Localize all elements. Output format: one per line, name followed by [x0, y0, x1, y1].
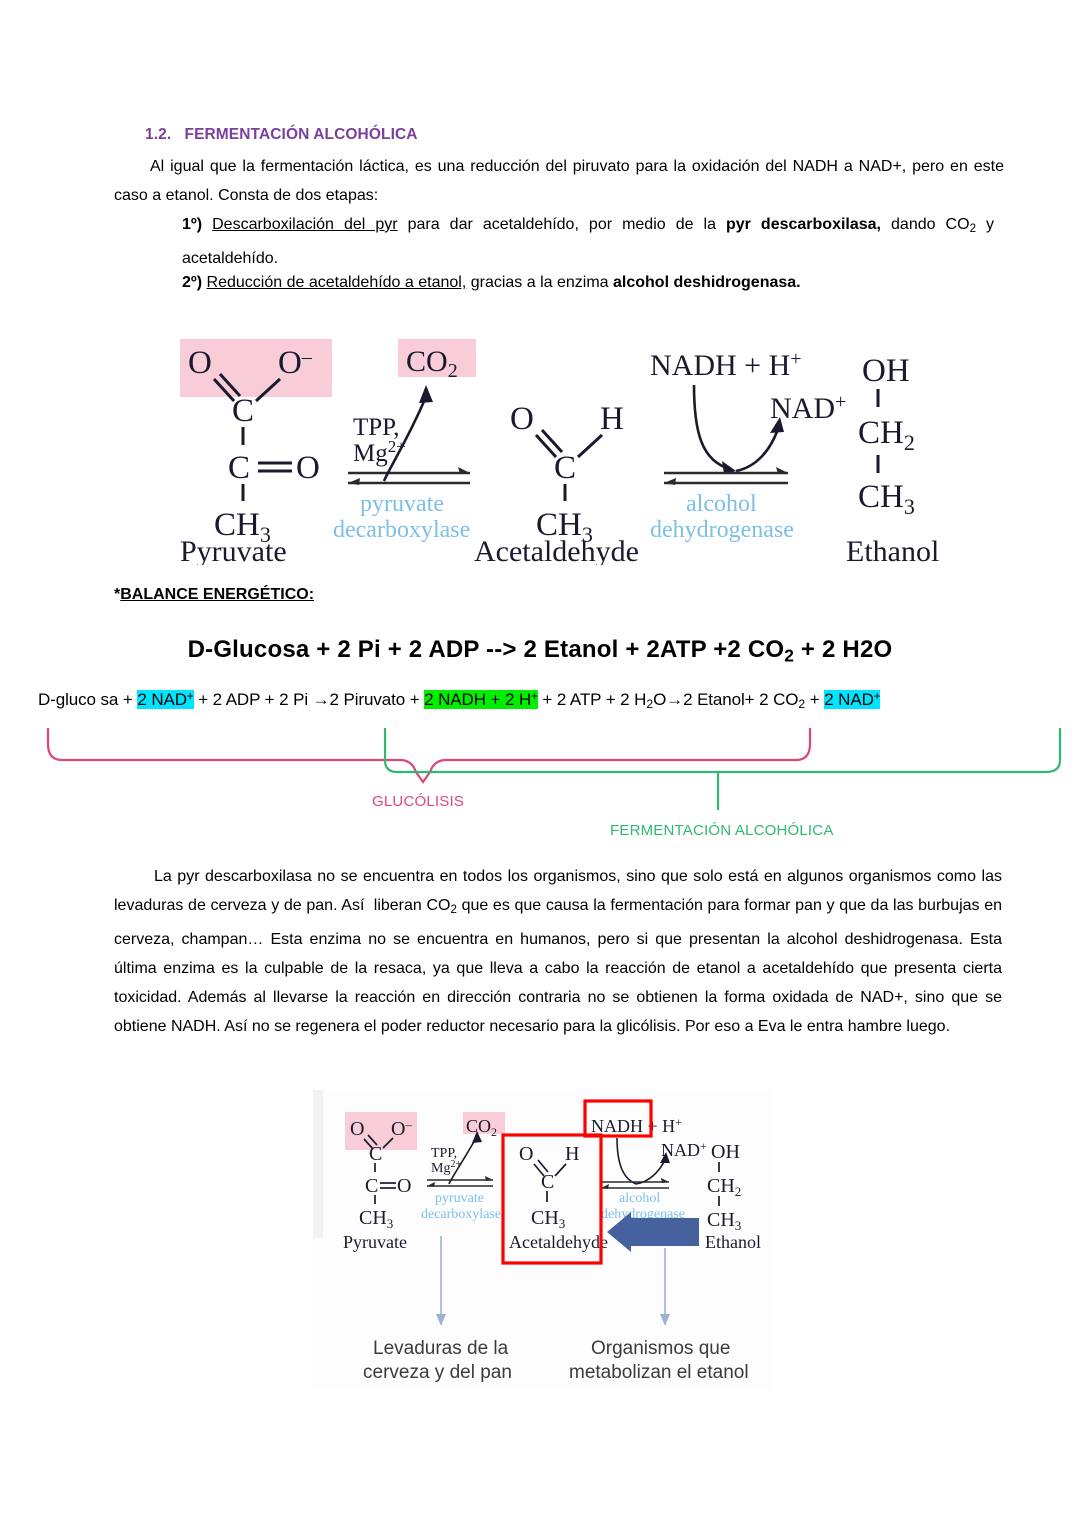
step-2-bold: alcohol deshidrogenasa. — [613, 274, 801, 291]
section-number: 1.2. — [145, 126, 172, 143]
alcohol-dehydrogenase-label-line1-bottom: alcohol — [619, 1191, 660, 1206]
organisms-annotation-line1: Organismos que — [591, 1338, 730, 1359]
acetaldehyde-caption: Acetaldehyde — [474, 535, 639, 565]
step-1-middle: para dar acetaldehído, por medio de la — [397, 216, 726, 233]
step-1-tail: dando CO2 y acetaldehído. — [182, 216, 994, 267]
pyruvate-ketone-o-atom: O — [296, 450, 320, 486]
ethanol-oh-group-bottom: OH — [711, 1141, 740, 1163]
glucolisis-label: GLUCÓLISIS — [372, 793, 465, 810]
acetaldehyde-o-atom-bottom: O — [519, 1143, 533, 1165]
fermentacion-bracket-left — [383, 728, 700, 774]
fermentacion-bracket-right — [700, 728, 1062, 774]
organisms-annotation-line2: metabolizan el etanol — [569, 1362, 749, 1383]
section-title: FERMENTACIÓN ALCOHÓLICA — [184, 126, 418, 143]
yeast-annotation-line1: Levaduras de la — [373, 1338, 509, 1359]
pyruvate-decarboxylase-label-line2-bottom: decarboxylase — [421, 1207, 501, 1222]
step-2-label: 2º) — [182, 274, 203, 291]
pyruvate-c1-atom: C — [232, 393, 254, 429]
balance-marker: * — [114, 586, 121, 603]
glucolisis-bracket-left — [46, 728, 400, 762]
nadh-label-bottom: NADH + H+ — [591, 1115, 682, 1136]
nadh-red-highlight-box — [583, 1099, 653, 1138]
eq-seg-nad-plus-1: 2 NAD+ — [137, 690, 194, 709]
reverse-reaction-arrow — [607, 1212, 699, 1252]
balance-main-equation: D-Glucosa + 2 Pi + 2 ADP --> 2 Etanol + … — [187, 636, 893, 666]
co2-label-bottom: CO2 — [466, 1116, 497, 1139]
acetaldehyde-h-atom: H — [600, 401, 624, 437]
acetaldehyde-h-atom-bottom: H — [565, 1143, 579, 1165]
step-1-label: 1º) — [182, 216, 203, 233]
ethanol-caption: Ethanol — [846, 535, 939, 565]
eq-seg-1: D-gluco sa + — [38, 690, 138, 709]
pyruvate-decarboxylase-label-line2: decarboxylase — [333, 517, 470, 543]
acetaldehyde-c-atom-bottom: C — [541, 1171, 554, 1193]
pyruvate-caption: Pyruvate — [180, 535, 287, 565]
pyruvate-o-atom: O — [188, 345, 212, 381]
yeast-annotation-line2: cerveza y del pan — [363, 1362, 512, 1383]
equation-brackets — [46, 728, 1062, 810]
pyruvate-o-atom-bottom: O — [350, 1118, 364, 1140]
acetaldehyde-c-atom: C — [554, 450, 576, 486]
detailed-equation-line: D-gluco sa + 2 NAD+ + 2 ADP + 2 Pi →2 Pi… — [38, 690, 1068, 711]
alcohol-dehydrogenase-label-line2: dehydrogenase — [650, 517, 794, 543]
co2-highlight-bottom — [463, 1112, 505, 1134]
eq-seg-2: + 2 ADP + 2 Pi →2 Piruvato + — [193, 690, 425, 709]
fermentacion-alcoholica-label: FERMENTACIÓN ALCOHÓLICA — [610, 822, 834, 839]
balance-energetico-title: *BALANCE ENERGÉTICO: — [114, 586, 314, 604]
step-1-underlined: Descarboxilación del pyr — [212, 216, 398, 233]
nad-plus-label-bottom: NAD+ — [661, 1139, 707, 1160]
co2-highlight — [398, 339, 476, 377]
nadh-label: NADH + H+ — [650, 348, 802, 382]
bottom-figure-left-edge — [313, 1090, 323, 1238]
tpp-cofactor-label: TPP, — [353, 414, 400, 441]
pyruvate-decarboxylase-label-line1-bottom: pyruvate — [435, 1191, 484, 1206]
mg-cofactor-label: Mg2+ — [353, 437, 406, 467]
acetaldehyde-o-atom: O — [510, 401, 534, 437]
ethanol-oh-group: OH — [862, 353, 910, 389]
fermentation-pathway-diagram-top: O O– C C O CH3 Pyruvate CO2 TPP, Mg2+ — [180, 339, 939, 565]
step-2-middle: gracias a la enzima — [466, 274, 614, 291]
acetaldehyde-red-highlight-box — [501, 1133, 603, 1265]
section-heading: 1.2. FERMENTACIÓN ALCOHÓLICA — [145, 126, 418, 144]
glucolisis-bracket-right — [399, 728, 812, 784]
step-2-underlined: Reducción de acetaldehído a etanol, — [206, 274, 467, 291]
callout-arrows — [436, 1236, 670, 1326]
tpp-cofactor-label-bottom: TPP, — [431, 1146, 457, 1161]
pyruvate-c2-atom: C — [228, 450, 250, 486]
balance-title-text: BALANCE ENERGÉTICO: — [120, 586, 315, 603]
fermentation-pathway-diagram-bottom: O O– C C O CH3 Pyruvate CO2 TPP, Mg2+ — [313, 1090, 771, 1390]
pyruvate-decarboxylase-label-line1: pyruvate — [360, 491, 444, 517]
nad-plus-label: NAD+ — [770, 391, 846, 425]
alcohol-dehydrogenase-label-line1: alcohol — [686, 491, 757, 517]
step-item-2: 2º) Reducción de acetaldehído a etanol, … — [182, 268, 994, 297]
pyruvate-caption-bottom: Pyruvate — [343, 1232, 407, 1252]
pyruvate-carboxylate-highlight-bottom — [345, 1112, 417, 1150]
ethanol-ch3-group: CH3 — [858, 479, 915, 519]
step-item-1: 1º) Descarboxilación del pyr para dar ac… — [182, 210, 994, 273]
explanation-paragraph: La pyr descarboxilasa no se encuentra en… — [114, 868, 1003, 1035]
pyruvate-ketone-o-atom-bottom: O — [397, 1175, 411, 1197]
ethanol-caption-bottom: Ethanol — [705, 1232, 761, 1252]
eq-seg-nad-plus-2: 2 NAD+ — [824, 690, 881, 709]
pyruvate-c2-atom-bottom: C — [365, 1175, 378, 1197]
ethanol-ch2-group: CH2 — [858, 415, 915, 455]
intro-paragraph: Al igual que la fermentación láctica, es… — [114, 158, 1004, 204]
step-1-bold: pyr descarboxilasa, — [726, 216, 881, 233]
eq-seg-3: + 2 ATP + 2 H2O→2 Etanol+ 2 CO2 + — [537, 690, 825, 712]
pyruvate-carboxylate-highlight — [180, 339, 332, 397]
eq-seg-nadh: 2 NADH + 2 H+ — [424, 690, 538, 709]
acetaldehyde-caption-bottom: Acetaldehyde — [509, 1232, 608, 1252]
